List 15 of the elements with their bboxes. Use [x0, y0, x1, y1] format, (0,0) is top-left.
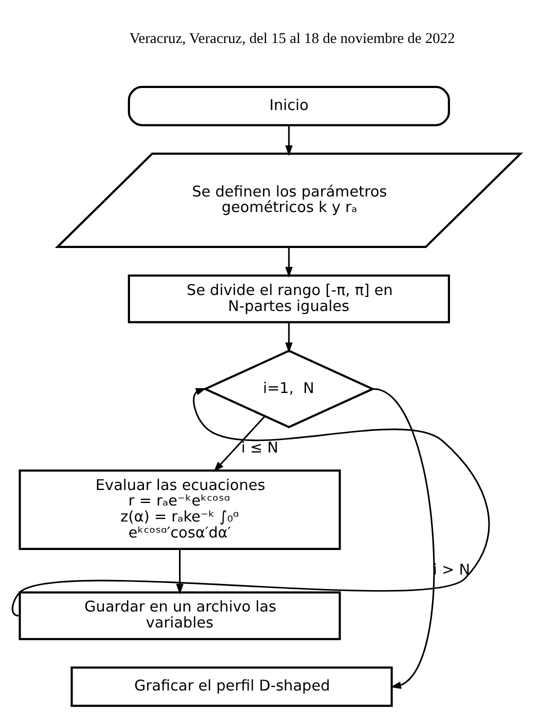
edge-label: i > N [433, 562, 470, 579]
edge-label: i ≤ N [241, 440, 278, 457]
arrow [176, 549, 184, 594]
node-diamond: i=1, N [202, 350, 376, 428]
arrow [214, 416, 266, 472]
label: Veracruz, Veracruz, del 15 al 18 de noviembre de 2022 [129, 31, 455, 48]
node-box: Graficar el perfil D-shaped [70, 666, 393, 707]
arrow [285, 322, 293, 354]
arrow [373, 388, 435, 689]
node-box: Se divide el rango [-π, π] en N-partes iguales [128, 274, 450, 324]
arrow [285, 247, 293, 278]
node-box: Inicio [128, 86, 450, 126]
node-box: Guardar en un archivo las variables [18, 591, 341, 640]
node-box: Evaluar las ecuaciones r = rₐe⁻ᵏeᵏᶜᵒˢᵅ z(α) = rₐke⁻ᵏ ∫₀ᵅ eᵏᶜᵒˢᵅ′cosα′dα′ [18, 469, 341, 550]
arrow [285, 125, 293, 156]
